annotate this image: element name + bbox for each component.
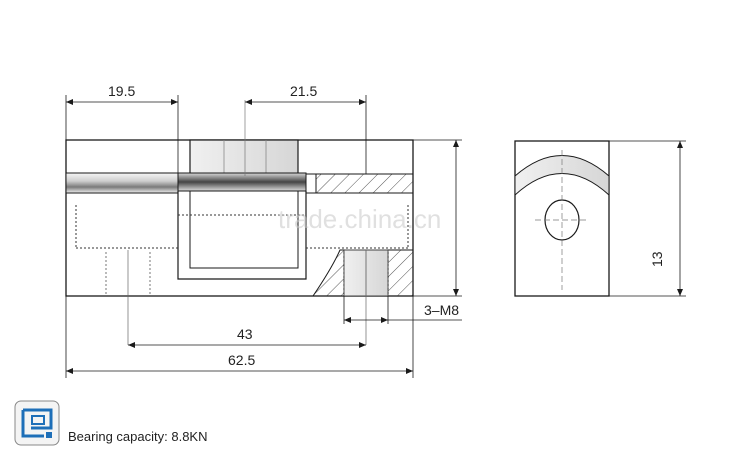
- dimension-13: 13: [649, 251, 665, 267]
- dimension-thread: 3–M8: [424, 302, 459, 318]
- top-block: [189, 139, 299, 177]
- section-hatch-top: [315, 173, 414, 194]
- dimension-21-5: 21.5: [290, 83, 317, 99]
- caption-value: 8.8KN: [171, 429, 208, 444]
- dimension-19-5: 19.5: [108, 83, 135, 99]
- bearing-capacity-caption: Bearing capacity: 8.8KN: [68, 429, 208, 444]
- dimension-62-5: 62.5: [228, 352, 255, 368]
- bearing-pocket: [177, 191, 307, 280]
- dimensions: [65, 95, 462, 378]
- side-bearing-arc: [514, 155, 610, 197]
- dimension-arrows: [66, 99, 459, 374]
- side-view: [514, 140, 686, 297]
- section-hatch-bottom: [387, 249, 414, 297]
- caption-label: Bearing capacity: [68, 429, 165, 444]
- hidden-lines: [75, 205, 409, 249]
- shaft-rod: [65, 172, 179, 194]
- watermark-text: trade.china.cn: [278, 204, 441, 234]
- bearing-band: [177, 172, 307, 192]
- company-logo-icon: [14, 400, 60, 446]
- section-curve: [312, 249, 345, 297]
- caption-colon: :: [164, 429, 172, 444]
- dimension-43: 43: [237, 326, 253, 342]
- front-view: [65, 100, 414, 345]
